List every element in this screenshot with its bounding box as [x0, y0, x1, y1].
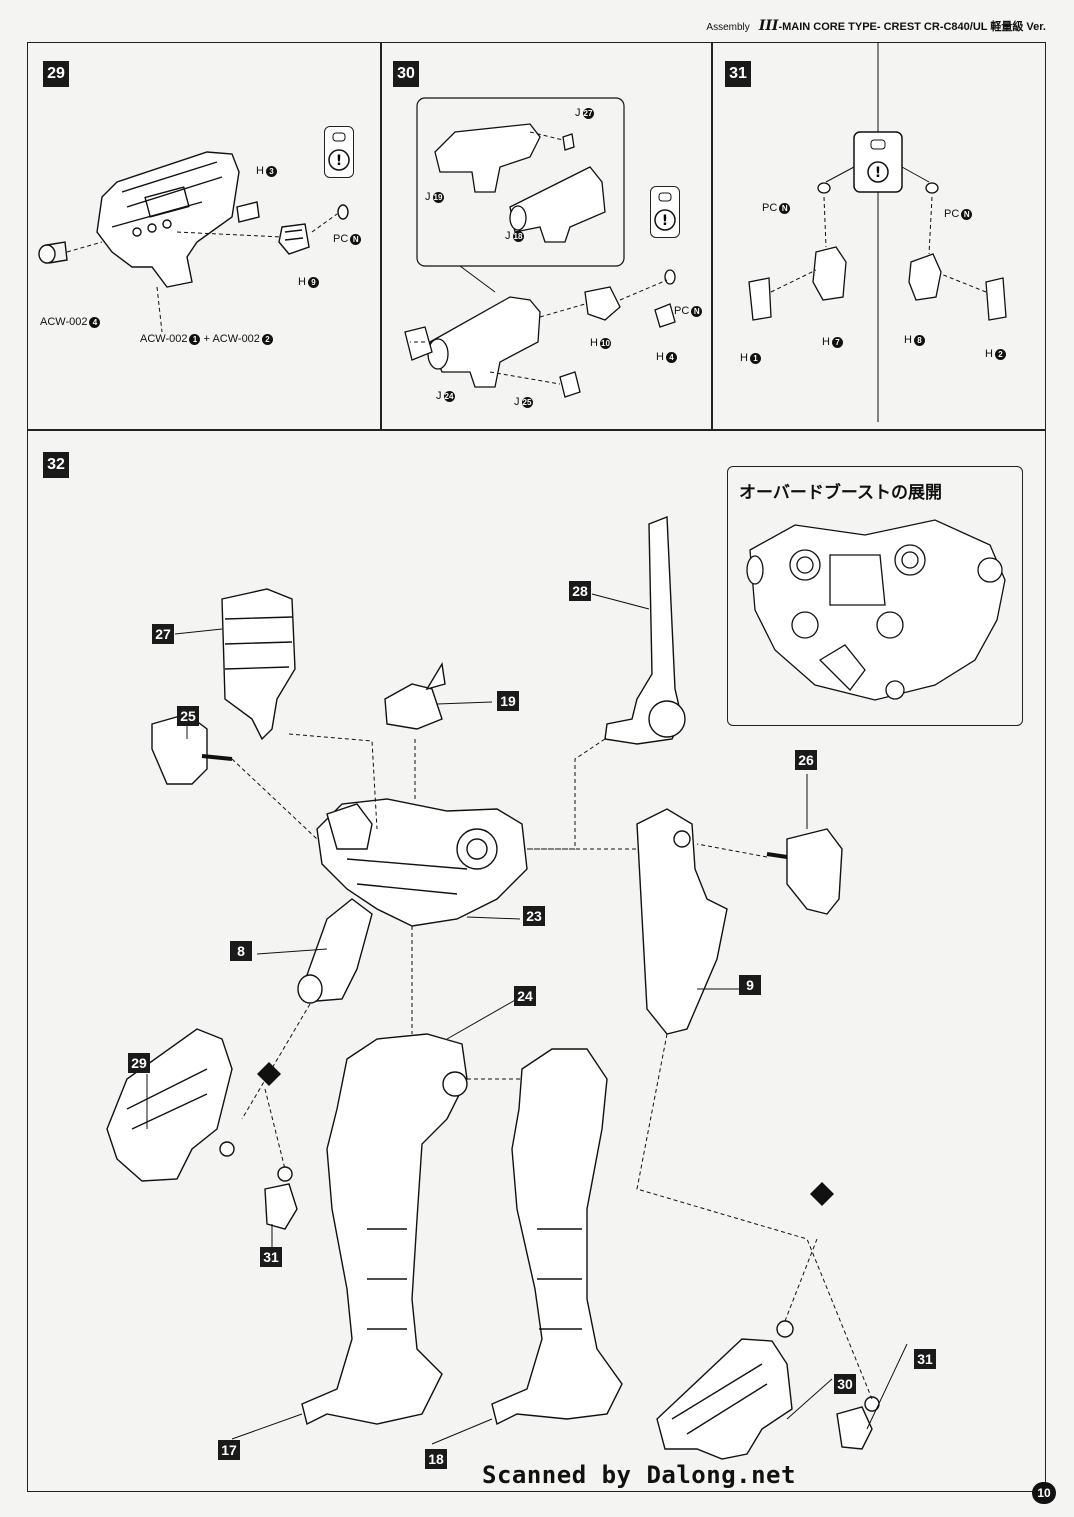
- page-header: Assembly III-MAIN CORE TYPE- CREST CR-C8…: [0, 18, 1046, 34]
- callout-part-8: 8: [230, 941, 252, 961]
- step-number: 30: [393, 61, 419, 87]
- step-32-drawing: [106, 515, 908, 1460]
- callout-part-25: 25: [177, 706, 199, 726]
- callout-part-27: 27: [152, 624, 174, 644]
- step-number: 32: [43, 452, 69, 478]
- step-number: 31: [725, 61, 751, 87]
- callout-part-31-right: 31: [914, 1349, 936, 1369]
- callout-part-30: 30: [834, 1374, 856, 1394]
- page-number: 10: [1032, 1482, 1056, 1504]
- callout-part-29: 29: [128, 1053, 150, 1073]
- warning-icon: !: [324, 126, 354, 178]
- callout-part-9: 9: [739, 975, 761, 995]
- callout-part-28: 28: [569, 581, 591, 601]
- callout-part-31-left: 31: [260, 1247, 282, 1267]
- overed-boost-drawing: [746, 519, 1006, 701]
- svg-text:!: !: [662, 213, 668, 229]
- callout-part-19: 19: [497, 691, 519, 711]
- panel-step-32: 32: [27, 429, 1046, 1492]
- assembly-roman: III: [758, 18, 779, 34]
- svg-text:!: !: [336, 153, 342, 169]
- step-29-drawing: [38, 151, 349, 333]
- svg-text:!: !: [875, 165, 881, 181]
- callout-part-24: 24: [514, 986, 536, 1006]
- scan-watermark: Scanned by Dalong.net: [482, 1461, 796, 1489]
- overed-boost-inset: [727, 466, 1023, 726]
- step-31-drawing: !: [748, 42, 1007, 422]
- panel-step-29: 29: [27, 42, 382, 431]
- callout-part-26: 26: [795, 750, 817, 770]
- panel-step-30: 30: [380, 42, 713, 431]
- callout-part-17: 17: [218, 1440, 240, 1460]
- warning-icon: !: [650, 186, 680, 238]
- inset-title: オーバードブーストの展開: [739, 483, 942, 503]
- step-number: 29: [43, 61, 69, 87]
- assembly-label: Assembly: [706, 22, 750, 33]
- page-title: -MAIN CORE TYPE- CREST CR-C840/UL 軽量級 Ve…: [778, 21, 1046, 33]
- callout-part-18: 18: [425, 1449, 447, 1469]
- step-30-drawing: [404, 97, 676, 398]
- callout-part-23: 23: [523, 906, 545, 926]
